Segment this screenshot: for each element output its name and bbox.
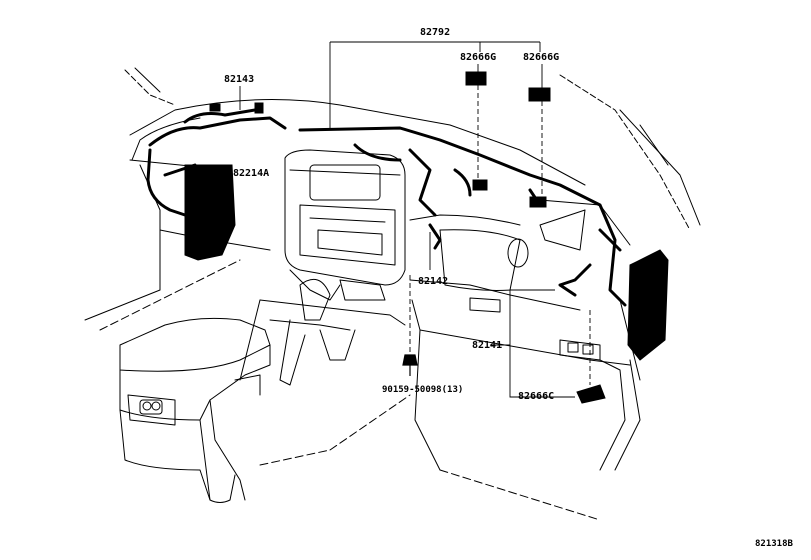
figure-code: 821318B (755, 539, 793, 549)
label-82666g-right: 82666G (523, 52, 560, 63)
leader-lines (221, 41, 591, 398)
center-stack (284, 149, 406, 286)
label-82792: 82792 (420, 27, 451, 38)
label-82214a: 82214A (233, 168, 270, 179)
glovebox (439, 229, 521, 291)
label-82666c: 82666C (518, 391, 555, 402)
dash-top (129, 99, 586, 186)
windshield-right-edge (559, 74, 691, 231)
wire-harness (146, 108, 627, 307)
junction-block-left (184, 164, 236, 261)
label-82666g-left: 82666G (460, 52, 497, 63)
console-armrest (119, 317, 271, 372)
label-82143: 82143 (224, 74, 255, 85)
windshield-left-edge (124, 69, 176, 106)
ecu-right (627, 249, 669, 361)
label-82142: 82142 (418, 276, 449, 287)
label-90159-50098: 90159-50098(13) (382, 385, 464, 395)
bolt-icon (402, 354, 418, 376)
connector-82666g-b (528, 87, 551, 102)
connector-82666g-a (465, 71, 487, 86)
label-82141: 82141 (472, 340, 503, 351)
connector-82666c (576, 384, 606, 404)
